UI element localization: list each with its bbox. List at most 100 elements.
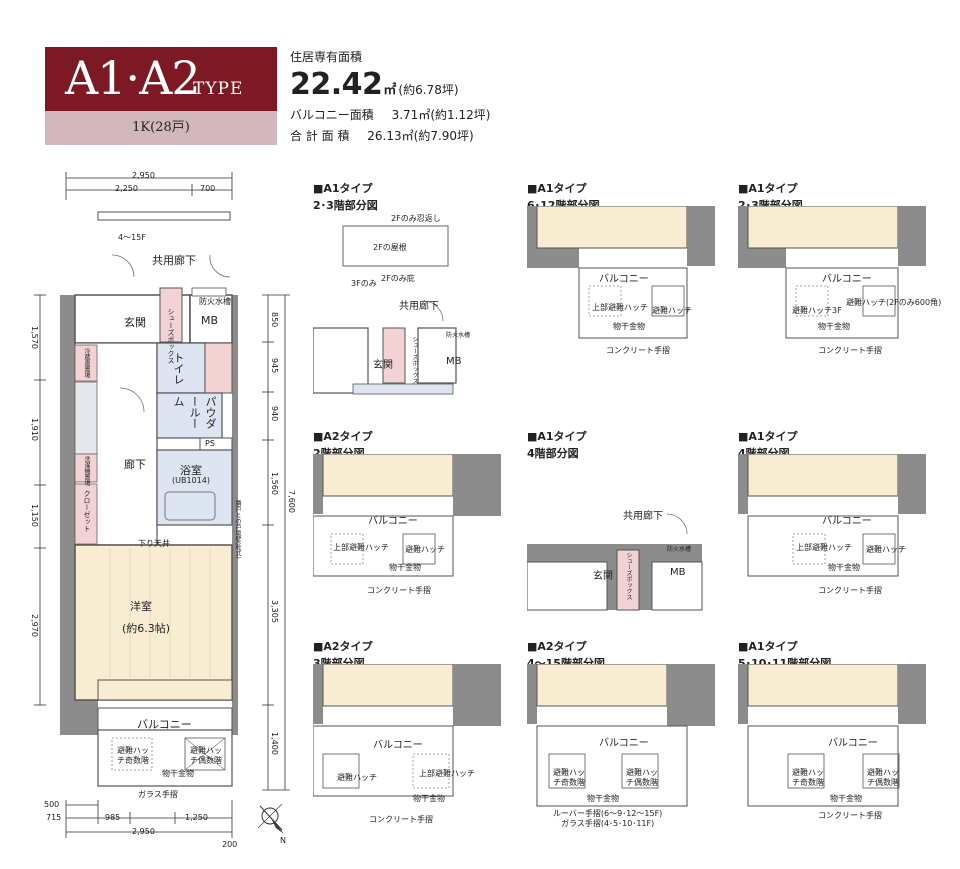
partial-5-drawing [527, 513, 703, 611]
toilet-label: トイレ [172, 352, 185, 385]
partial-5-title: ■A1タイプ [527, 430, 587, 443]
mb-label: MB [201, 314, 219, 327]
hatch-even-label: 避難ハッチ偶数階 [190, 746, 222, 765]
hallway-label: 廊下 [124, 458, 146, 471]
partial-7-label-4: 物干金物 [413, 794, 445, 803]
partial-7-label-1: バルコニー [373, 740, 423, 751]
hatch-odd-label: 避難ハッチ奇数階 [117, 746, 149, 765]
partial-9-label-1: バルコニー [828, 738, 878, 749]
washer-label: 洗濯機置場 [83, 456, 90, 486]
balcony-label: バルコニー [137, 718, 192, 731]
partial-7-label-3: 上部避難ハッチ [419, 769, 475, 778]
total-area-label: 合 計 面 積 [290, 129, 350, 143]
partial-5-label-4: シューズボックス [625, 552, 632, 600]
partial-5-label-5: 防火水槽 [667, 546, 692, 553]
partial-4-title: ■A2タイプ [313, 430, 373, 443]
partial-1-label-1: 2Fのみ忍返し [391, 214, 441, 223]
partial-3-label-1: バルコニー [822, 274, 872, 285]
partial-8-label-5: ルーバー手摺(6～9･12～15F) [553, 809, 663, 818]
western-size-label: (約6.3帖) [122, 622, 171, 635]
partial-8-label-3: 避難ハッチ偶数階 [626, 768, 658, 787]
type-badge-title: A1·A2 TYPE [45, 47, 277, 111]
partial-plan-6: ■A1タイプ 4階部分図 バルコニー 上部避難ハッチ 避難ハッチ 物干金物 コン… [738, 428, 938, 643]
partial-9-label-5: コンクリート手摺 [818, 811, 882, 820]
dim-bottom-a: 500 [44, 800, 60, 809]
area-info: 住居専有面積 22.42 ㎡ (約6.78坪) バルコニー面積 3.71㎡(約1… [290, 48, 550, 144]
partial-4-drawing [313, 454, 501, 577]
dim-top-total: 2,950 [132, 171, 155, 180]
partial-3-label-3: 避難ハッチ(2Fのみ600角) [846, 298, 942, 307]
main-floor-plan: 2,950 2,250 700 1,570 1,910 1,150 2,970 … [0, 160, 300, 869]
partial-plan-4: ■A2タイプ 2階部分図 バルコニー 上部避難ハッチ 避難ハッチ 物干金物 コン… [313, 428, 513, 643]
partial-4-label-1: バルコニー [368, 516, 418, 527]
partial-5-label-1: 共用廊下 [623, 511, 663, 522]
partial-1-label-3: 3Fのみ [351, 279, 377, 288]
dim-bottom-total: 2,950 [132, 827, 155, 836]
western-label: 洋室 [130, 600, 152, 613]
dim-bottom-2: 985 [105, 813, 121, 822]
corridor-label: 共用廊下 [152, 254, 196, 267]
partial-3-drawing [738, 206, 926, 339]
partial-1-label-8: シューズボックス [411, 336, 418, 384]
partial-2-drawing [527, 206, 715, 339]
private-area: 22.42 ㎡ (約6.78坪) [290, 67, 550, 102]
private-area-unit: ㎡ [383, 83, 397, 98]
partial-6-title: ■A1タイプ [738, 430, 798, 443]
partial-3-label-5: コンクリート手摺 [818, 346, 882, 355]
partial-8-label-4: 物干金物 [587, 794, 619, 803]
bath-unit-label: (UB1014) [172, 476, 210, 485]
dim-bottom-3: 1,250 [185, 813, 208, 822]
partial-6-label-1: バルコニー [822, 516, 872, 527]
partial-5-label-2: 玄関 [593, 571, 613, 582]
partial-plan-9: ■A1タイプ 5･10･11階部分図 バルコニー 避難ハッチ奇数階 避難ハッチ偶… [738, 638, 938, 853]
dim-bottom-1: 715 [46, 813, 62, 822]
neighbor-wall-label: 隣戸との戸境壁(乾式) [234, 500, 241, 559]
partial-7-title: ■A2タイプ [313, 640, 373, 653]
dim-right-total: 7,600 [287, 490, 296, 513]
partial-2-label-1: バルコニー [599, 274, 649, 285]
partial-6-label-5: コンクリート手摺 [818, 586, 882, 595]
partial-1-label-9: 防火水槽 [446, 332, 471, 339]
dim-bottom-c: 200 [222, 840, 238, 849]
dim-top-b: 700 [200, 184, 216, 193]
partial-7-drawing [313, 664, 501, 797]
partial-9-title: ■A1タイプ [738, 640, 798, 653]
entrance-label: 玄関 [124, 316, 146, 329]
partial-9-drawing [738, 664, 926, 807]
partial-8-label-1: バルコニー [599, 738, 649, 749]
compass-icon [257, 803, 284, 834]
partial-8-drawing [527, 664, 715, 807]
partial-4-label-5: コンクリート手摺 [367, 586, 431, 595]
partial-5-subtitle: 4階部分図 [527, 447, 579, 460]
partial-1-label-7: MB [446, 356, 462, 367]
partial-9-label-2: 避難ハッチ奇数階 [792, 768, 824, 787]
dim-left-2: 1,910 [30, 418, 39, 441]
balcony-area: バルコニー面積 3.71㎡(約1.12坪) [290, 106, 550, 123]
bath-label: 浴室 [180, 464, 202, 477]
fire-box-label: 防火水槽 [199, 297, 231, 306]
partial-1-label-6: 玄関 [373, 360, 393, 371]
dim-right-4: 1,560 [270, 472, 279, 495]
partial-4-label-3: 避難ハッチ [405, 545, 445, 554]
dim-top-a: 2,250 [115, 184, 138, 193]
powder-label: パウダールーム [172, 396, 217, 429]
partial-1-title: ■A1タイプ [313, 182, 373, 195]
ceiling-note: 下り天井 [138, 539, 170, 548]
dim-left-3: 1,150 [30, 504, 39, 527]
ps-label: PS [205, 439, 215, 448]
partial-3-title: ■A1タイプ [738, 182, 798, 195]
partial-2-label-2: 上部避難ハッチ [592, 303, 648, 312]
partial-plan-8: ■A2タイプ 4～15階部分図 バルコニー 避難ハッチ奇数階 避難ハッチ偶数階 … [527, 638, 727, 853]
partial-1-label-4: 2Fの屋根 [373, 243, 407, 252]
partial-8-label-6: ガラス手摺(4･5･10･11F) [561, 819, 655, 828]
partial-3-label-4: 物干金物 [818, 322, 850, 331]
total-area-value: 26.13㎡(約7.90坪) [367, 129, 474, 143]
fridge-label: 冷蔵庫置場 [83, 348, 90, 378]
partial-1-subtitle: 2･3階部分図 [313, 199, 378, 212]
partial-7-label-5: コンクリート手摺 [369, 815, 433, 824]
closet-label: クローゼット [83, 490, 91, 532]
shoe-box-label: シューズボックス [167, 308, 175, 364]
dim-right-2: 945 [270, 358, 279, 374]
partial-4-label-4: 物干金物 [389, 563, 421, 572]
partial-7-label-2: 避難ハッチ [337, 773, 377, 782]
